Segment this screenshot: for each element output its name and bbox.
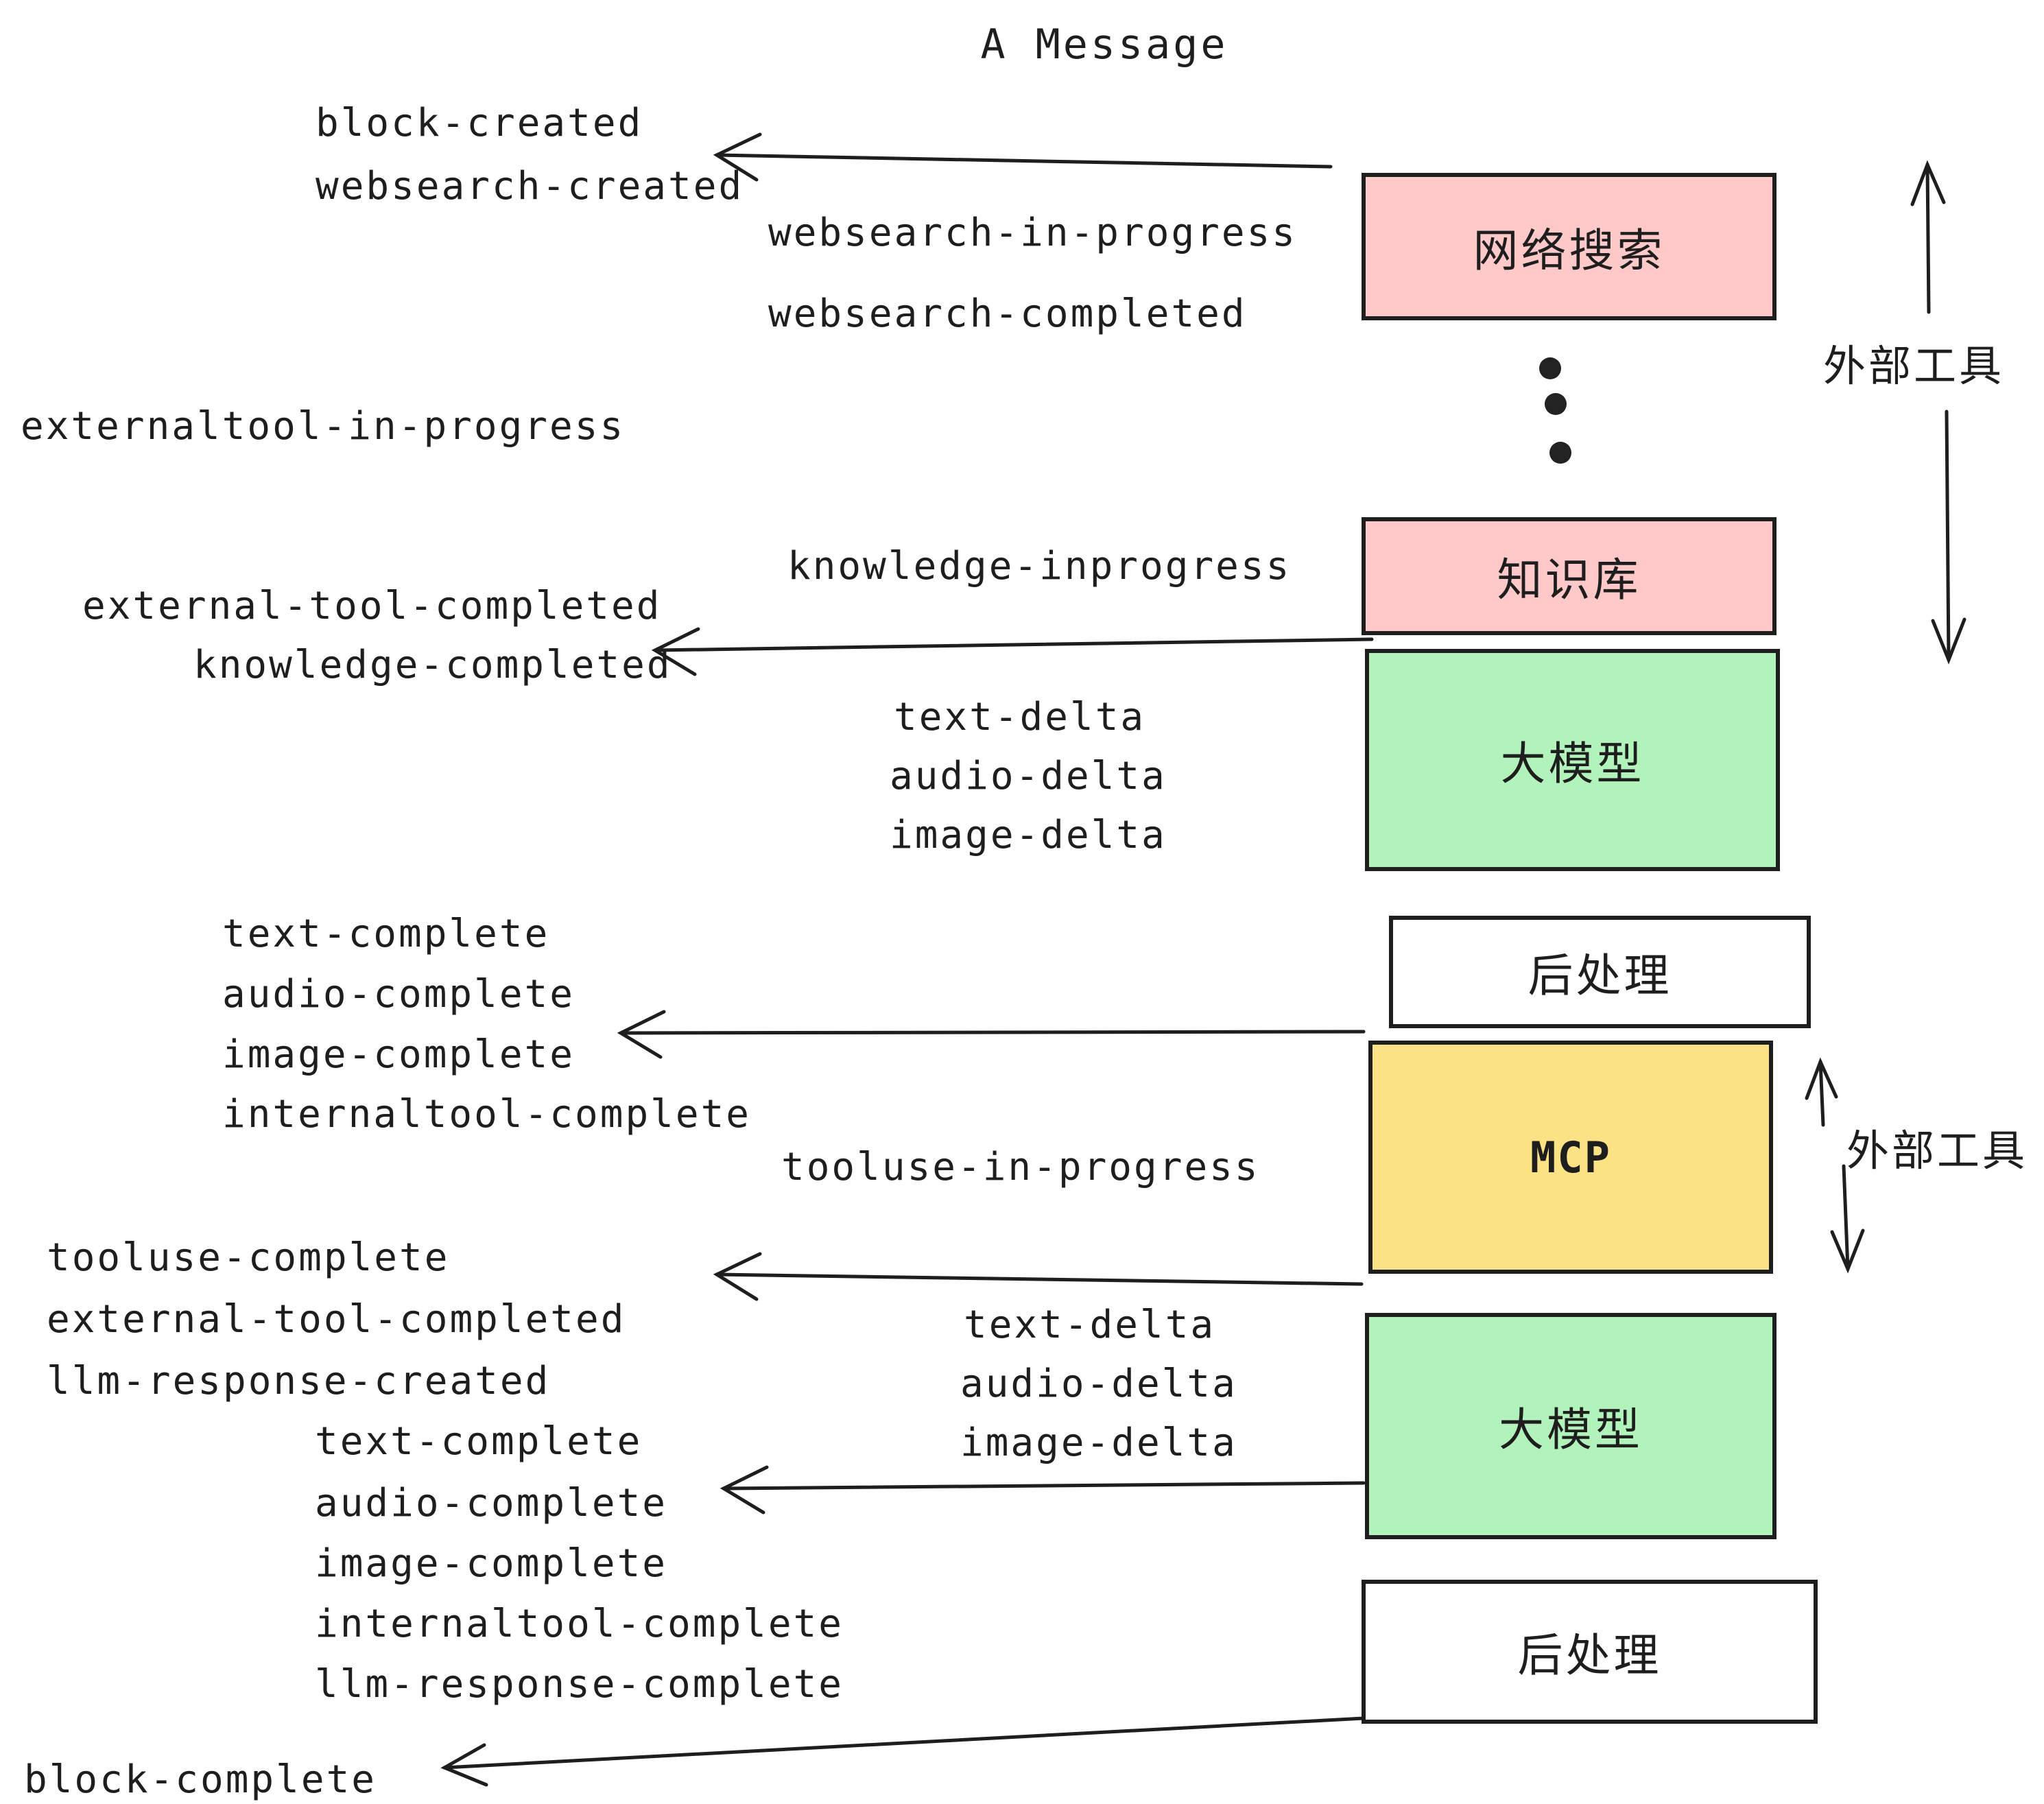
event-block-created: block-created — [316, 101, 643, 145]
external-tools-label-bottom: 外部工具 — [1846, 1126, 2028, 1176]
postprocess-box-1: 后处理 — [1389, 916, 1811, 1028]
llm-box-1: 大模型 — [1365, 649, 1780, 871]
event-tooluse-complete: tooluse-complete — [47, 1235, 450, 1280]
mcp-box: MCP — [1368, 1041, 1773, 1274]
event-audio-complete-2: audio-complete — [315, 1481, 668, 1526]
knowledge-base-box: 知识库 — [1362, 517, 1776, 635]
event-image-delta-2: image-delta — [960, 1421, 1237, 1465]
postprocess-box-2: 后处理 — [1362, 1580, 1818, 1724]
vertical-ellipsis-icon — [1539, 357, 1571, 464]
external-tools-arrow-up-1 — [1910, 160, 1946, 314]
arrow-knowledge-completed — [651, 627, 1374, 676]
event-audio-delta-2: audio-delta — [960, 1362, 1237, 1406]
arrow-tooluse-complete — [713, 1252, 1364, 1301]
knowledge-base-box-label: 知识库 — [1497, 554, 1641, 606]
event-knowledge-inprogress: knowledge-inprogress — [787, 544, 1292, 589]
llm-box-2-label: 大模型 — [1499, 1403, 1643, 1456]
event-llm-response-created: llm-response-created — [47, 1359, 551, 1403]
event-text-complete-2: text-complete — [315, 1419, 643, 1464]
websearch-box-label: 网络搜索 — [1473, 224, 1665, 277]
event-internaltool-complete-2: internaltool-complete — [315, 1602, 844, 1646]
event-llm-response-complete: llm-response-complete — [315, 1662, 844, 1707]
diagram-title: A Message — [980, 21, 1228, 69]
event-externaltool-in-progress: externaltool-in-progress — [21, 404, 626, 449]
event-block-complete: block-complete — [24, 1757, 377, 1802]
event-text-complete-1: text-complete — [222, 912, 550, 956]
event-image-delta-1: image-delta — [890, 813, 1167, 857]
event-audio-delta-1: audio-delta — [890, 754, 1167, 798]
event-image-complete-2: image-complete — [315, 1541, 668, 1586]
arrow-block-complete — [440, 1716, 1366, 1787]
arrow-websearch-created — [713, 132, 1333, 182]
event-websearch-completed: websearch-completed — [768, 292, 1247, 336]
external-tools-arrow-down-1 — [1931, 410, 1966, 665]
event-internaltool-complete-1: internaltool-complete — [222, 1092, 752, 1137]
event-external-tool-completed-2: external-tool-completed — [47, 1297, 626, 1342]
external-tools-arrow-down-2 — [1830, 1164, 1865, 1274]
mcp-box-label: MCP — [1530, 1132, 1611, 1183]
event-websearch-created: websearch-created — [316, 164, 744, 209]
arrow-internal-complete — [617, 1010, 1366, 1059]
arrow-llm-complete — [720, 1465, 1366, 1515]
external-tools-label-top: 外部工具 — [1823, 341, 2005, 391]
event-knowledge-completed: knowledge-completed — [193, 643, 672, 687]
event-tooluse-in-progress: tooluse-in-progress — [781, 1145, 1260, 1189]
event-image-complete-1: image-complete — [222, 1032, 575, 1077]
postprocess-box-2-label: 后处理 — [1517, 1629, 1662, 1682]
websearch-box: 网络搜索 — [1362, 173, 1776, 320]
llm-box-2: 大模型 — [1365, 1313, 1776, 1539]
event-text-delta-2: text-delta — [964, 1303, 1216, 1347]
llm-box-1-label: 大模型 — [1500, 737, 1645, 790]
external-tools-arrow-up-2 — [1805, 1057, 1838, 1127]
event-websearch-in-progress: websearch-in-progress — [768, 211, 1298, 255]
postprocess-box-1-label: 后处理 — [1528, 949, 1672, 1002]
event-text-delta-1: text-delta — [894, 695, 1146, 739]
event-external-tool-completed: external-tool-completed — [82, 584, 662, 628]
event-audio-complete-1: audio-complete — [222, 972, 575, 1017]
